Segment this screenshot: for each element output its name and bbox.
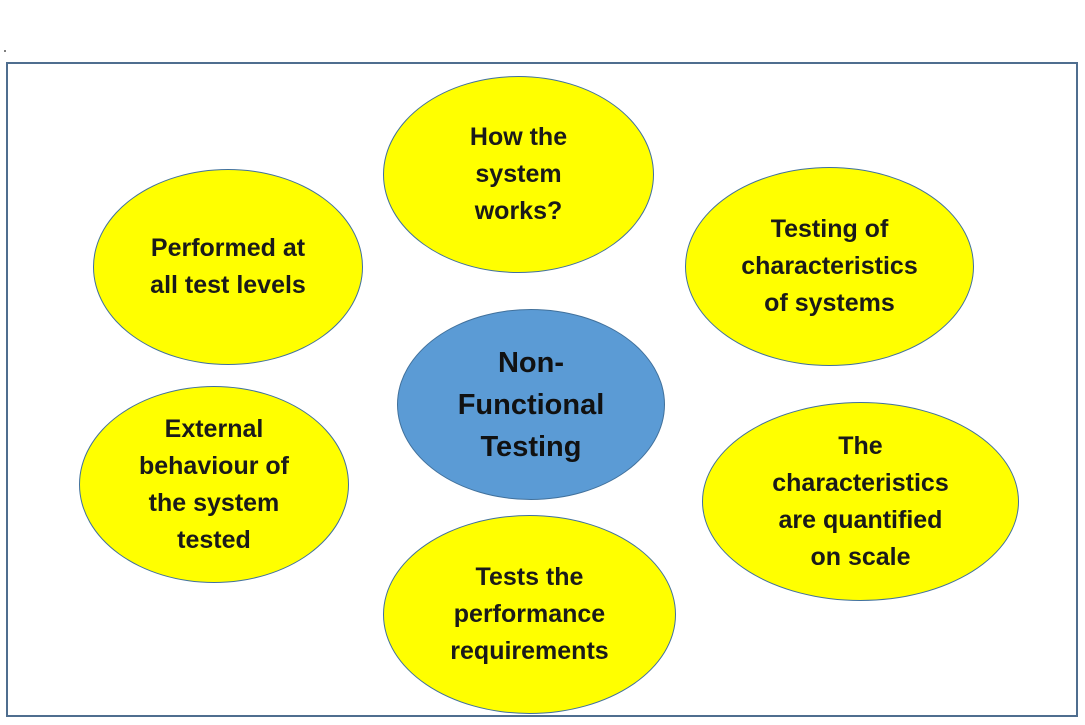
stray-dot [4, 50, 6, 52]
